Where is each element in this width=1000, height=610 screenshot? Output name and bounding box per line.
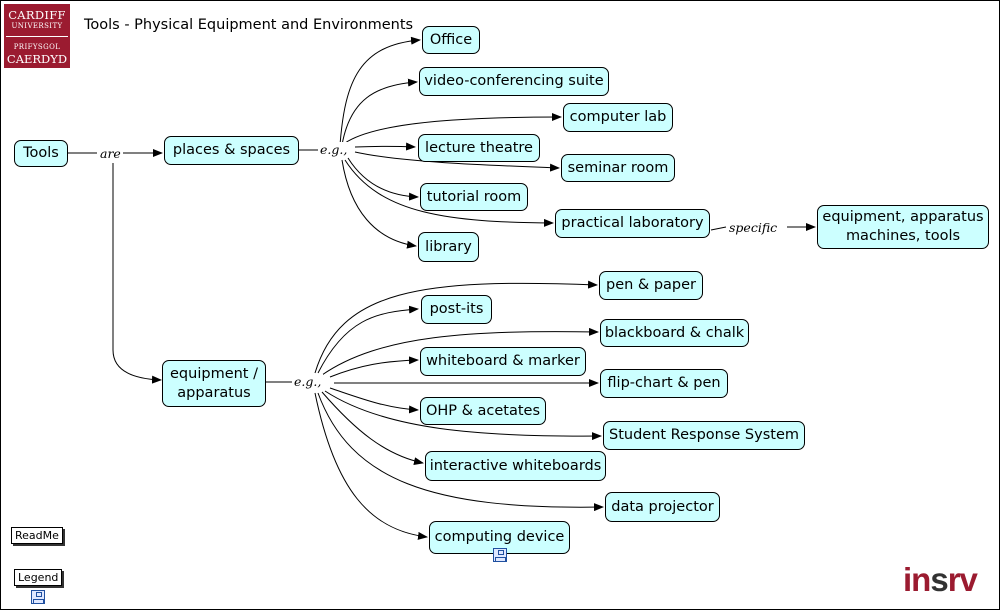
concept-tools[interactable]: Tools — [14, 140, 68, 167]
concept-seminar-room[interactable]: seminar room — [561, 154, 675, 182]
link-eg-library — [341, 159, 417, 249]
logo-line-2: UNIVERSITY — [11, 22, 63, 30]
link-eg-pen — [314, 280, 598, 374]
link-eg-whiteboard — [329, 356, 419, 378]
linking-phrase-specific: specific — [727, 220, 780, 235]
linking-phrase-eg-equipment: e.g., — [292, 374, 324, 389]
concept-flip-chart-pen[interactable]: flip-chart & pen — [600, 369, 728, 398]
insrv-logo-part-1: in — [903, 561, 931, 598]
linked-map-icon[interactable] — [493, 548, 507, 562]
link-eg-practical — [344, 159, 554, 227]
concept-tutorial-room[interactable]: tutorial room — [420, 183, 528, 211]
logo-line-3: PRIFYSGOL — [13, 43, 61, 51]
link-eg-ohp — [329, 387, 419, 414]
logo-line-4: CAERDYD — [6, 52, 68, 66]
concept-post-its[interactable]: post-its — [421, 295, 492, 324]
cardiff-university-logo: CARDIFF UNIVERSITY PRIFYSGOL CAERDYD — [4, 4, 70, 68]
link-eg-interactive — [321, 391, 424, 466]
link-eg-blackboard — [321, 327, 599, 376]
link-eg-projector — [317, 392, 604, 512]
link-are-equipment — [112, 163, 162, 384]
link-practical-specific — [710, 226, 727, 231]
map-title: Tools - Physical Equipment and Environme… — [84, 17, 414, 33]
concept-whiteboard-marker[interactable]: whiteboard & marker — [420, 347, 586, 376]
insrv-logo-part-2: s — [930, 561, 948, 598]
insrv-logo-part-3: rv — [947, 561, 978, 598]
link-eg-videoconf — [341, 78, 418, 146]
link-eg-office — [339, 36, 421, 146]
concept-pen-paper[interactable]: pen & paper — [599, 271, 703, 300]
linking-phrase-eg-places: e.g., — [318, 142, 350, 157]
concept-office[interactable]: Office — [422, 26, 480, 54]
concept-student-response-system[interactable]: Student Response System — [603, 421, 805, 450]
logo-line-1: CARDIFF — [8, 8, 66, 22]
link-eg-tutorial — [347, 157, 419, 201]
link-eg-postits — [317, 305, 419, 374]
link-eg-seminar — [354, 151, 560, 172]
link-eg-srs — [324, 390, 602, 441]
concept-blackboard-chalk[interactable]: blackboard & chalk — [600, 319, 749, 347]
link-eg-computerlab — [344, 113, 562, 144]
legend-map-icon[interactable] — [31, 590, 45, 604]
concept-equipment-apparatus[interactable]: equipment / apparatus — [162, 360, 266, 407]
insrv-logo: insrv — [903, 561, 978, 599]
concept-library[interactable]: library — [418, 232, 479, 262]
linking-phrase-are: are — [98, 146, 123, 161]
logo-divider — [6, 36, 68, 37]
concept-places-spaces[interactable]: places & spaces — [164, 136, 299, 165]
concept-equipment-apparatus-machines-tools[interactable]: equipment, apparatus machines, tools — [817, 205, 989, 249]
concept-practical-laboratory[interactable]: practical laboratory — [555, 209, 710, 238]
concept-lecture-theatre[interactable]: lecture theatre — [418, 134, 540, 162]
concept-video-conferencing-suite[interactable]: video-conferencing suite — [419, 67, 609, 96]
link-eg-computing — [314, 392, 428, 540]
readme-button[interactable]: ReadMe — [11, 527, 63, 544]
concept-data-projector[interactable]: data projector — [605, 492, 720, 522]
link-eg-lecture — [354, 142, 416, 151]
concept-computer-lab[interactable]: computer lab — [563, 103, 673, 132]
legend-button[interactable]: Legend — [14, 569, 63, 586]
concept-ohp-acetates[interactable]: OHP & acetates — [420, 397, 546, 425]
concept-interactive-whiteboards[interactable]: interactive whiteboards — [425, 451, 606, 481]
